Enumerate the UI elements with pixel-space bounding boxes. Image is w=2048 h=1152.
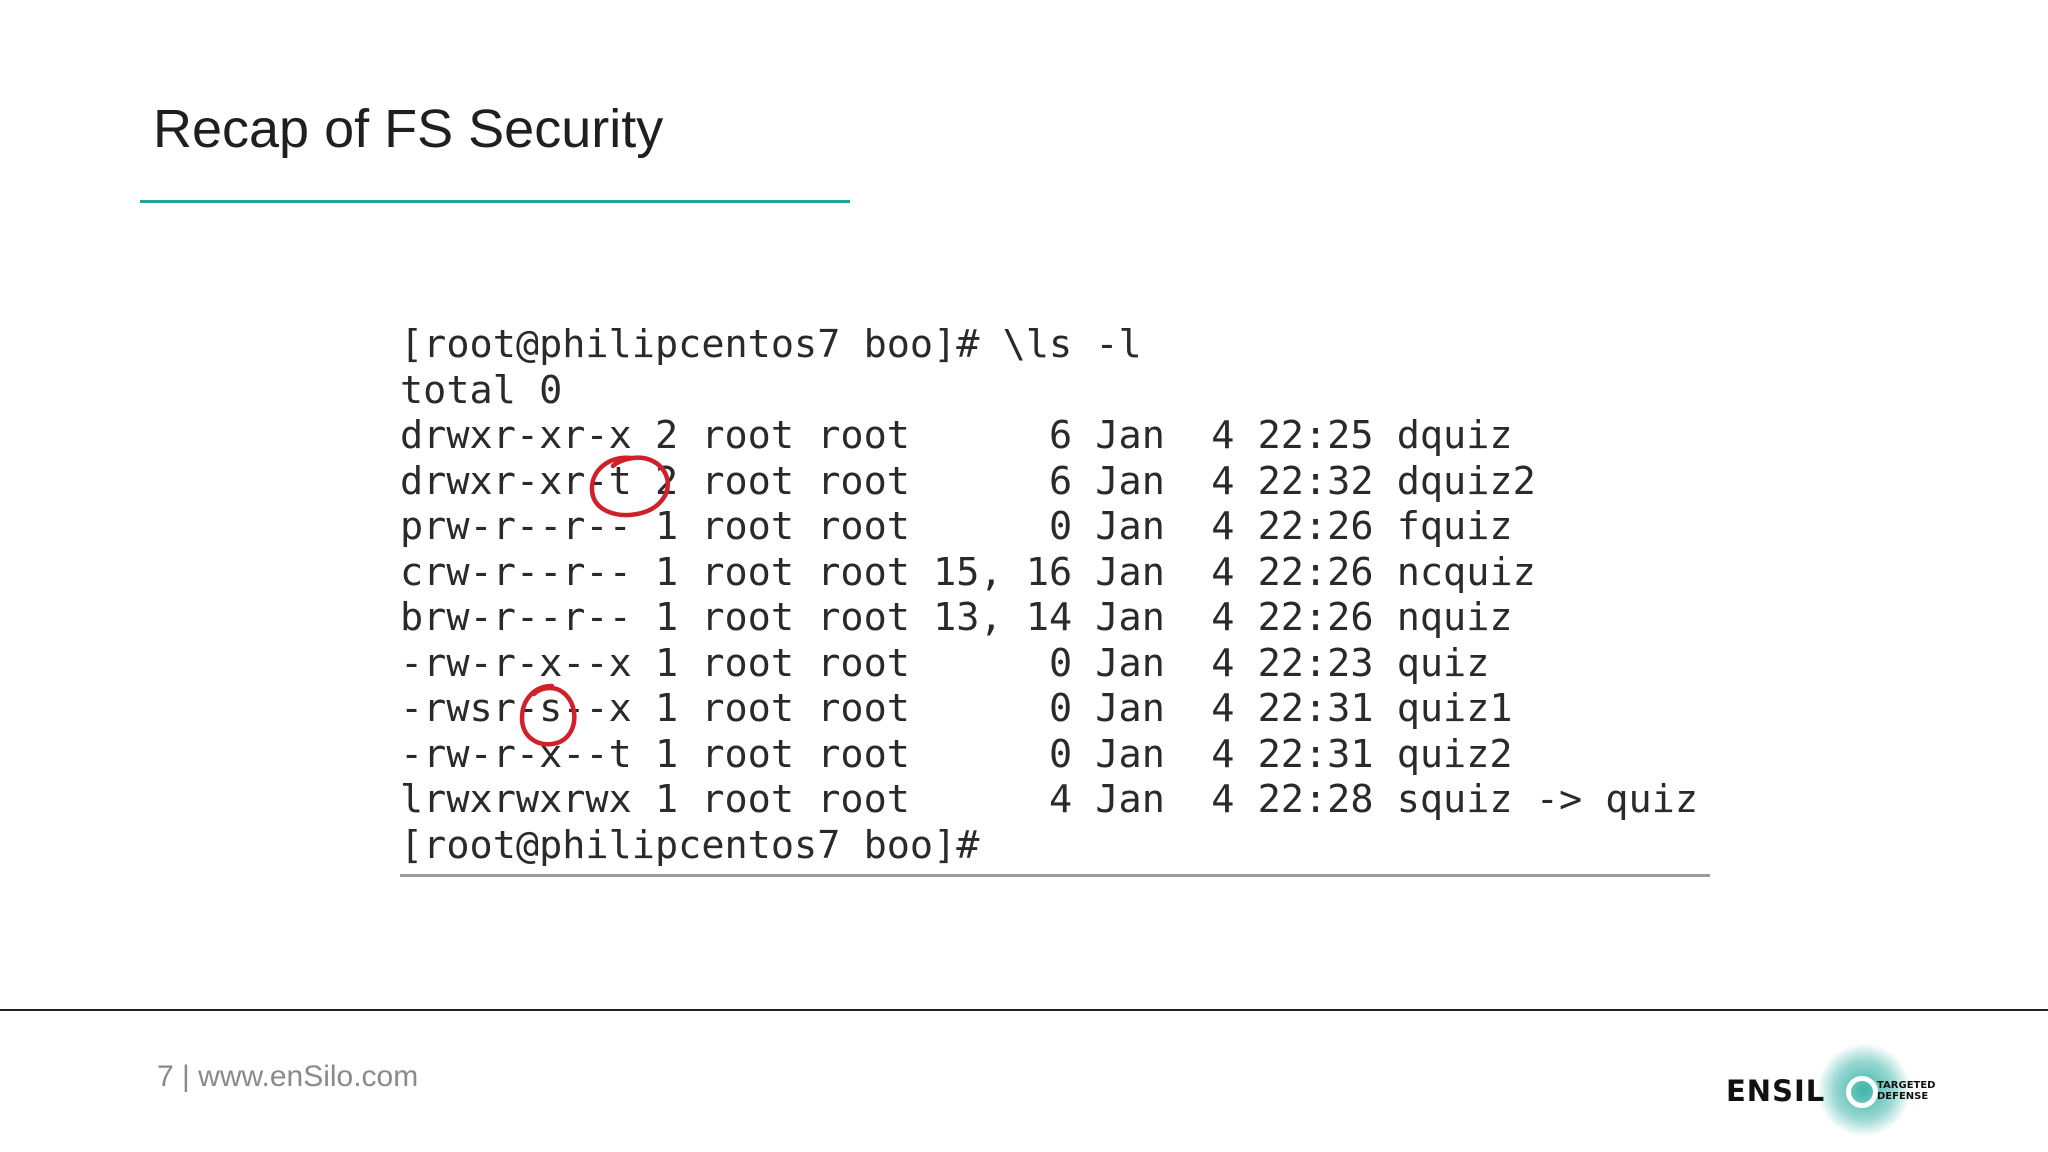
slide-title: Recap of FS Security [153, 99, 664, 159]
terminal-line: drwxr-xr-x 2 root root 6 Jan 4 22:25 dqu… [400, 413, 1513, 458]
logo-o-ring-icon [1846, 1076, 1878, 1108]
logo-tagline-line-2: DEFENSE [1877, 1091, 1929, 1102]
footer-divider [0, 1009, 2048, 1011]
terminal-line: crw-r--r-- 1 root root 15, 16 Jan 4 22:2… [400, 549, 1536, 595]
terminal-line: [root@philipcentos7 boo]# [400, 822, 980, 868]
terminal-line: drwxr-xr-t 2 root root 6 Jan 4 22:32 dqu… [400, 458, 1536, 504]
terminal-line: [root@philipcentos7 boo]# \ls -l [400, 322, 1142, 367]
logo-wordmark: ENSIL [1726, 1074, 1826, 1108]
terminal-line: brw-r--r-- 1 root root 13, 14 Jan 4 22:2… [400, 595, 1513, 640]
terminal-line: -rw-r-x--x 1 root root 0 Jan 4 22:23 qui… [400, 640, 1490, 686]
terminal-line: prw-r--r-- 1 root root 0 Jan 4 22:26 fqu… [400, 504, 1513, 549]
ensilo-logo: ENSIL TARGETED DEFENSE [1720, 1040, 1935, 1150]
logo-tagline-line-1: TARGETED [1877, 1080, 1936, 1091]
title-underline [140, 200, 850, 203]
terminal-bottom-rule [400, 874, 1710, 877]
terminal-line: lrwxrwxrwx 1 root root 4 Jan 4 22:28 squ… [400, 777, 1699, 822]
terminal-line: -rw-r-x--t 1 root root 0 Jan 4 22:31 qui… [400, 731, 1513, 777]
footer-page-and-url: 7 | www.enSilo.com [157, 1060, 419, 1093]
logo-tagline: TARGETED DEFENSE [1877, 1080, 1935, 1102]
terminal-screenshot: [root@philipcentos7 boo]# \ls -l total 0… [400, 322, 1710, 878]
terminal-line: -rwsr-s--x 1 root root 0 Jan 4 22:31 qui… [400, 686, 1513, 731]
terminal-line: total 0 [400, 367, 563, 413]
